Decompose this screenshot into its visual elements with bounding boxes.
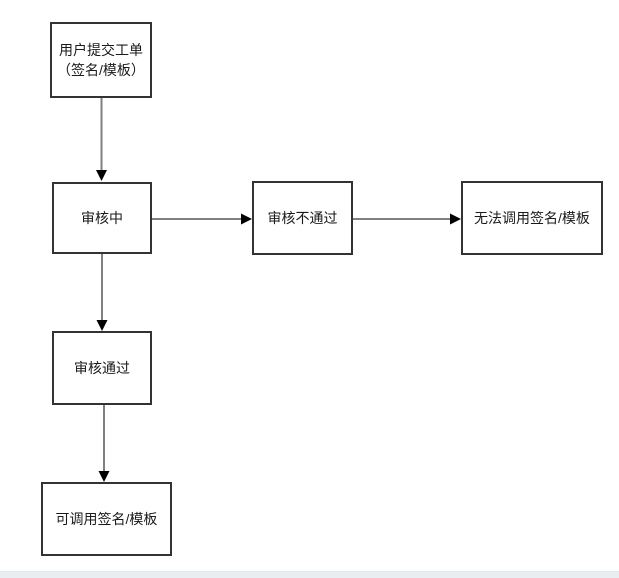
flow-node-label: 可调用签名/模板 (55, 511, 158, 527)
flow-node-review-approved: 审核通过 (52, 331, 152, 405)
arrow-reviewing-to-approved (96, 254, 108, 331)
arrow-rejected-to-unusable (353, 213, 461, 225)
arrow-submit-to-reviewing (96, 98, 107, 181)
flow-node-label: 审核中 (81, 210, 123, 226)
flow-node-label-line2: （签名/模板） (57, 62, 145, 78)
flow-node-label-line1: 用户提交工单 (59, 42, 143, 58)
arrow-approved-to-usable (98, 405, 110, 482)
arrow-reviewing-to-rejected (152, 213, 252, 225)
flow-node-can-use-signature-template: 可调用签名/模板 (41, 482, 172, 556)
footer-band (0, 571, 619, 578)
flow-node-cannot-use-signature-template: 无法调用签名/模板 (461, 181, 603, 255)
flow-node-label: 无法调用签名/模板 (474, 210, 590, 226)
flow-node-label: 审核通过 (74, 360, 130, 376)
flow-node-submit-ticket: 用户提交工单 （签名/模板） (50, 22, 152, 98)
flow-node-review-rejected: 审核不通过 (252, 181, 353, 255)
flow-node-label: 审核不通过 (267, 210, 338, 226)
flow-node-reviewing: 审核中 (52, 182, 152, 254)
